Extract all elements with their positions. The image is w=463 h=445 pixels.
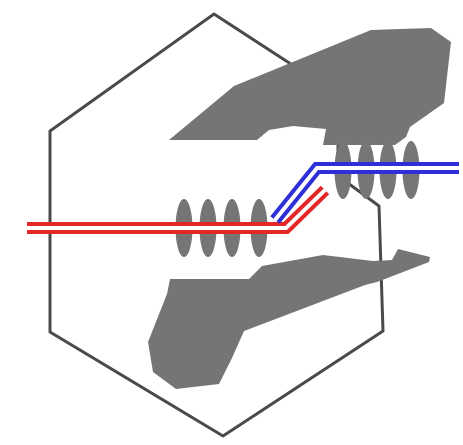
red-line-icon bbox=[27, 185, 330, 234]
blue-line-icon bbox=[270, 162, 459, 224]
blue-line-gap-icon bbox=[273, 166, 459, 222]
upper-pole-shape-icon bbox=[169, 28, 451, 145]
lower-pole-shape-icon bbox=[148, 249, 430, 389]
red-line-gap-icon bbox=[27, 188, 327, 230]
